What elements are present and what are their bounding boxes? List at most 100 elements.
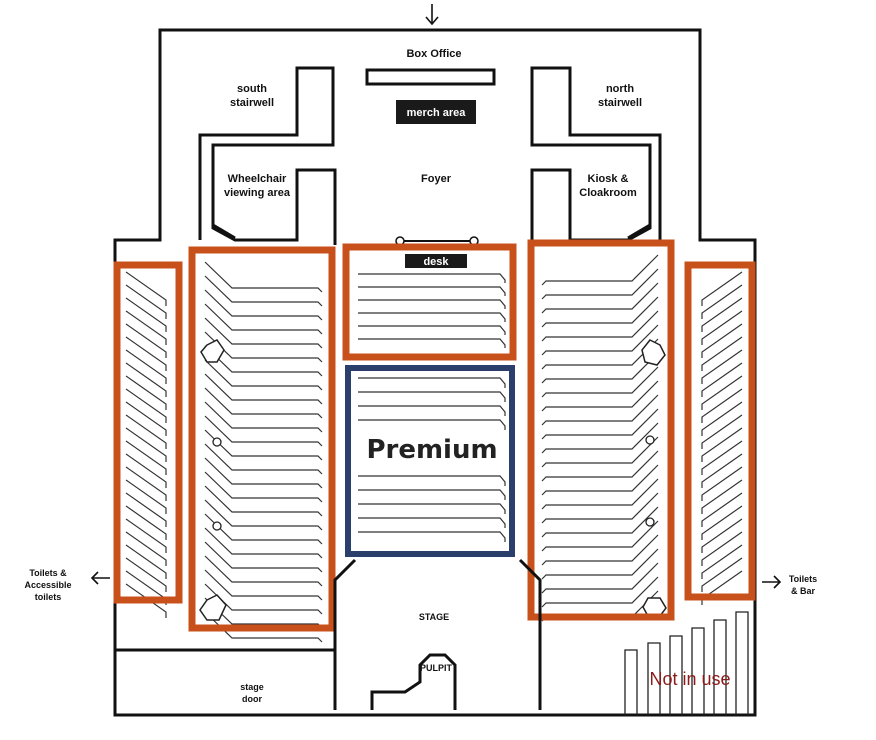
north-stairwell-label-1: north [606,83,634,95]
seat-row [204,541,323,573]
box-office-label: Box Office [406,48,461,60]
seat-row [541,352,659,384]
seat-row [125,531,167,566]
stage-door-label-1: stage [240,682,264,692]
seat-row [541,450,659,482]
seat-row [701,453,743,488]
seat-row [701,310,743,345]
desk-barrier [395,236,479,246]
seat-row [541,254,659,286]
north-stairwell [530,66,662,240]
seat-row [125,492,167,527]
seat-row [125,401,167,436]
seat-row [125,336,167,371]
seat-row [204,359,323,391]
stage-door-label-2: door [242,694,262,704]
exit-toilets-right[interactable]: Toilets & Bar [762,574,817,596]
seat-row [358,299,506,309]
seat-row [204,569,323,601]
seat-row [701,492,743,527]
seat-row [125,375,167,410]
seat-row [701,531,743,566]
exit-toilets-left[interactable]: Toilets & Accessible toilets [24,568,110,602]
kiosk-label-1: Kiosk & [588,173,629,185]
seat-row [541,562,659,594]
seat-row [125,505,167,540]
building-outline [113,28,757,717]
seat-row [204,317,323,349]
seat-row [125,583,167,618]
seat-row [204,415,323,447]
arrow-right-icon [762,575,782,589]
seat-row [701,323,743,358]
seat-row [541,436,659,468]
kiosk-label-2: Cloakroom [579,187,637,199]
seat-row [541,520,659,552]
seat-row [541,408,659,440]
arrow-left-icon [90,571,110,585]
seat-row [701,479,743,514]
seating-left[interactable] [188,246,336,643]
seat-row [541,366,659,398]
seating-centre-rear[interactable]: desk [342,243,517,361]
seat-row [358,325,506,335]
seat-row [358,312,506,322]
seat-row [541,380,659,412]
seat-row [358,531,506,542]
seat-row [701,362,743,397]
seat-row [125,466,167,501]
seat-row [125,297,167,332]
seat-row [701,401,743,436]
seating-premium[interactable]: Premium [345,365,515,557]
seat-row [204,261,323,293]
seat-row [541,492,659,524]
seat-row [701,544,743,579]
seat-row [701,466,743,501]
seat-row [204,555,323,587]
entrance-arrow-icon [425,4,439,26]
seat-row [541,268,659,300]
seat-row [204,499,323,531]
seat-row [701,518,743,553]
seat-row [125,440,167,475]
seat-row [358,273,506,283]
seat-row [541,282,659,314]
seat-row [125,544,167,579]
not-in-use-label: Not in use [649,669,730,689]
seat-row [204,401,323,433]
seat-row [125,414,167,449]
seat-row [541,534,659,566]
seat-row [701,271,743,306]
seat-row [701,427,743,462]
seating-right[interactable] [527,239,675,622]
seat-row [358,377,506,388]
stage-label: STAGE [419,612,449,622]
wheelchair-viewing-area [211,160,337,245]
south-stairwell-label-1: south [237,83,267,95]
seating-far-right[interactable] [684,261,756,605]
seat-row [541,310,659,342]
seat-row [701,375,743,410]
seat-row [541,576,659,608]
foyer-label: Foyer [421,173,452,185]
seat-row [541,464,659,496]
stage-outline [333,558,542,710]
seating-far-left[interactable] [113,261,183,618]
seat-row [701,414,743,449]
seat-row [541,422,659,454]
seat-row [125,479,167,514]
seat-row [358,503,506,514]
seat-row [204,387,323,419]
seat-row [701,388,743,423]
seat-row [204,527,323,559]
seat-row [358,286,506,296]
seat-row [541,394,659,426]
seat-row [701,440,743,475]
seat-row [541,296,659,328]
seat-row [701,297,743,332]
merch-area-label: merch area [407,107,467,119]
seat-row [125,323,167,358]
desk [405,254,467,268]
seat-row [204,373,323,405]
